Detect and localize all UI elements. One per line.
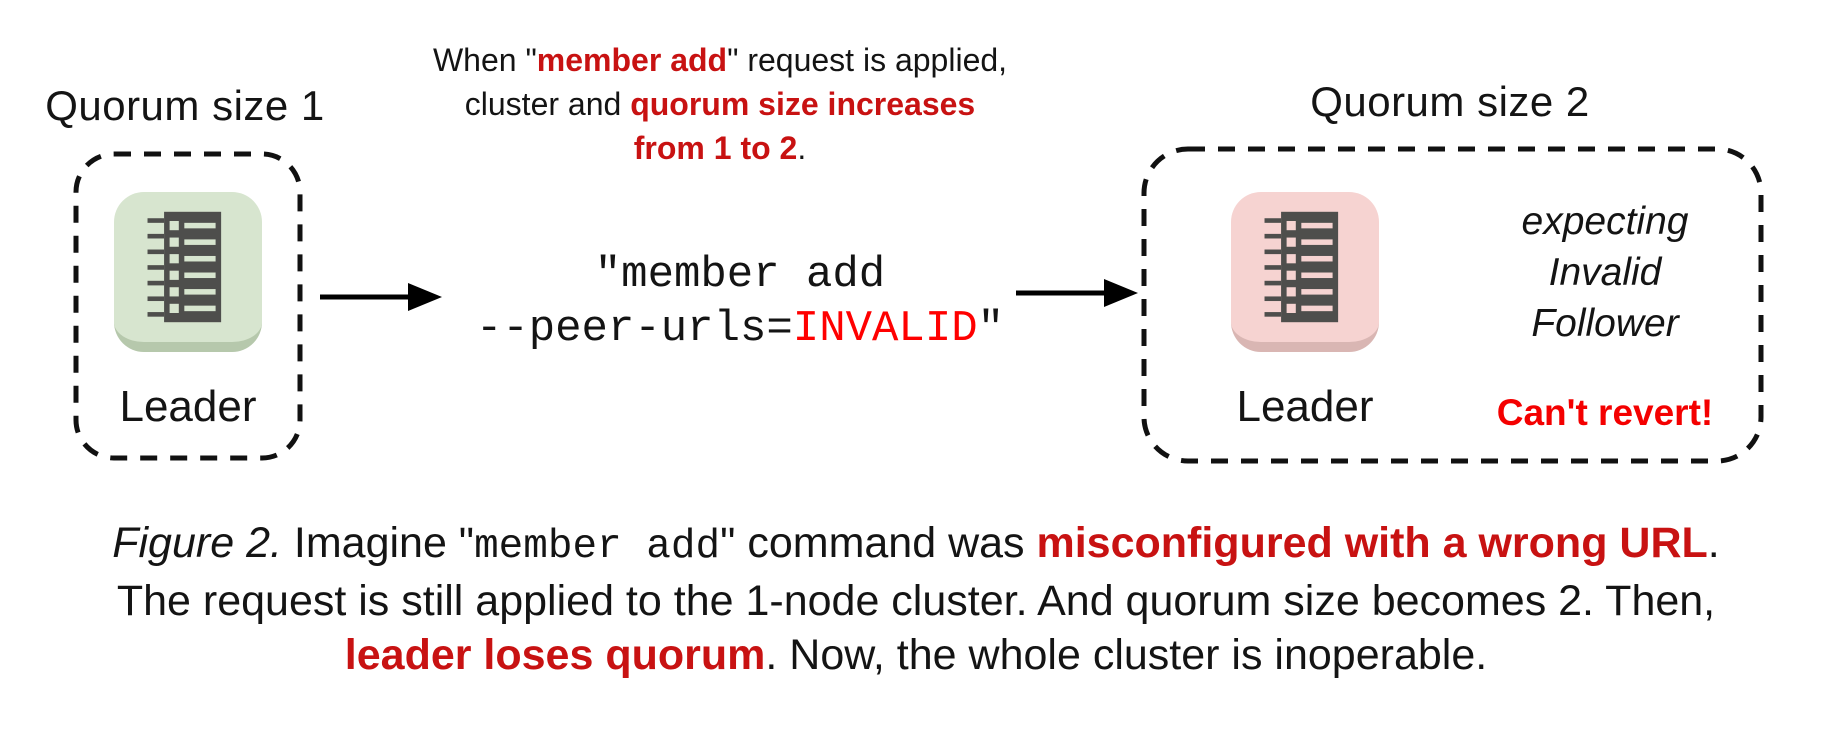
note-line-3: Follower (1531, 302, 1679, 345)
caption-red-leader-loses-quorum: leader loses quorum (344, 631, 766, 679)
annotation-text: . (797, 130, 807, 166)
command-invalid-value: INVALID (792, 304, 978, 354)
caption-red-misconfigured: misconfigured with a wrong URL (1036, 519, 1708, 567)
member-add-command: "member add --peer-urls=INVALID" (430, 248, 1050, 356)
caption-line-1: Figure 2. Imagine "member add" command w… (0, 516, 1832, 574)
annotation-line-1: When "member add" request is applied, (390, 38, 1050, 82)
member-add-annotation: When "member add" request is applied, cl… (390, 38, 1050, 170)
command-text: --peer-urls= (475, 304, 793, 354)
ledger-server-icon (1264, 211, 1339, 323)
leader-node-tile-pink (1231, 192, 1379, 352)
note-line-1: expecting (1521, 200, 1689, 243)
annotation-red-member-add: member add (536, 42, 728, 78)
command-line-2: --peer-urls=INVALID" (430, 302, 1050, 356)
leader-node-tile-green (114, 192, 262, 352)
annotation-text: cluster and (464, 86, 631, 122)
arrow-right-1 (320, 283, 442, 311)
command-line-1: "member add (594, 250, 886, 300)
caption-line-2: The request is still applied to the 1-no… (116, 577, 1716, 625)
ledger-server-icon (147, 211, 222, 323)
annotation-line-3: from 1 to 2. (390, 126, 1050, 170)
left-node-label: Leader (119, 382, 257, 431)
caption-text: . Now, the whole cluster is inoperable. (765, 631, 1488, 679)
caption-code-member-add: member add (474, 524, 721, 570)
figure-number-label: Figure 2. (112, 519, 282, 567)
cant-revert-warning: Can't revert! (1496, 392, 1714, 433)
caption-text: . (1707, 519, 1720, 567)
right-cluster-dashed-border (1141, 146, 1764, 464)
left-cluster-title: Quorum size 1 (45, 82, 325, 129)
arrow-right-2 (1016, 279, 1138, 307)
caption-line-3: leader loses quorum. Now, the whole clus… (0, 628, 1832, 682)
annotation-line-2: cluster and quorum size increases (390, 82, 1050, 126)
annotation-text: When " (432, 42, 537, 78)
right-node-label: Leader (1236, 382, 1374, 431)
annotation-text: " request is applied, (727, 42, 1008, 78)
expecting-follower-note: expecting Invalid Follower (1455, 196, 1755, 349)
left-cluster-dashed-border (73, 151, 303, 461)
command-text: " (977, 304, 1005, 354)
right-cluster-title: Quorum size 2 (1310, 78, 1590, 125)
annotation-red-from-1-to-2: from 1 to 2 (633, 130, 798, 166)
caption-text: Imagine " (281, 519, 475, 567)
note-line-2: Invalid (1548, 251, 1662, 294)
caption-text: " command was (720, 519, 1037, 567)
figure-caption: Figure 2. Imagine "member add" command w… (0, 516, 1832, 682)
annotation-red-quorum-increase: quorum size increases (630, 86, 976, 122)
